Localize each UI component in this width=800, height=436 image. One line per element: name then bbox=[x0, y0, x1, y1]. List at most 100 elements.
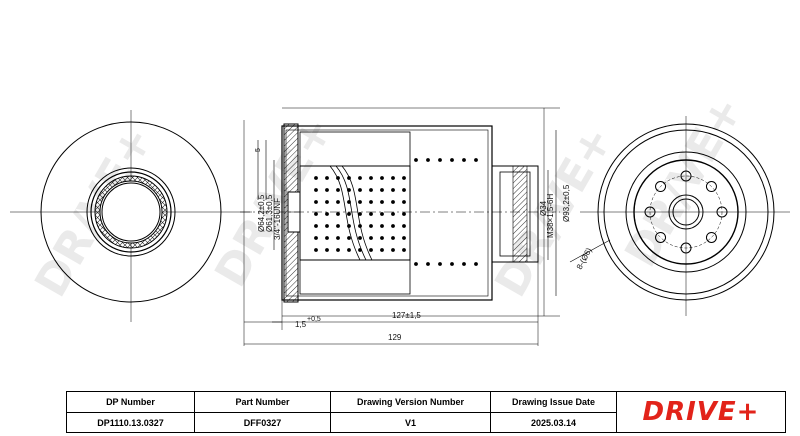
perforation-dot bbox=[336, 212, 340, 216]
perforation-dot bbox=[347, 188, 351, 192]
dp-number-value: DP1110.13.0327 bbox=[97, 417, 164, 428]
perforation-dot bbox=[426, 262, 430, 266]
perforation-dot bbox=[438, 262, 442, 266]
perforation-dot bbox=[325, 236, 329, 240]
bolt-hole bbox=[716, 206, 728, 218]
dim-thread: 3/4"-16UNF bbox=[273, 198, 282, 240]
perforation-dot bbox=[314, 212, 318, 216]
perforation-dot bbox=[391, 200, 395, 204]
perforation-dot bbox=[358, 224, 362, 228]
perforation-dot bbox=[450, 262, 454, 266]
perforation-dot bbox=[438, 158, 442, 162]
section-view bbox=[240, 107, 560, 346]
perforation-dot bbox=[414, 158, 418, 162]
perforation-dot bbox=[347, 212, 351, 216]
bolt-hole bbox=[680, 242, 692, 254]
perforation-dot bbox=[347, 224, 351, 228]
perforation-dot bbox=[380, 212, 384, 216]
perforation-dot bbox=[391, 212, 395, 216]
perforation-dot bbox=[358, 236, 362, 240]
perforation-dot bbox=[347, 200, 351, 204]
drive-logo: DRIVE+ bbox=[642, 397, 760, 427]
bolt-hole bbox=[644, 206, 656, 218]
perforation-dot bbox=[391, 236, 395, 240]
perforation-dot bbox=[314, 236, 318, 240]
perforation-dot bbox=[325, 188, 329, 192]
perforation-dot bbox=[402, 200, 406, 204]
perforation-dot bbox=[391, 188, 395, 192]
dim-body-length: 127±1,5 bbox=[392, 311, 421, 320]
title-block: DP Number DP1110.13.0327 Part Number DFF… bbox=[66, 391, 786, 433]
perforation-dot bbox=[380, 248, 384, 252]
part-number-value: DFF0327 bbox=[243, 417, 282, 428]
bolt-hole bbox=[655, 231, 667, 243]
part-number-header: Part Number bbox=[195, 392, 330, 413]
perforation-dot bbox=[314, 188, 318, 192]
perforation-dot bbox=[336, 200, 340, 204]
perforation-dot bbox=[314, 224, 318, 228]
perforation-dot bbox=[347, 248, 351, 252]
perforation-dot bbox=[369, 224, 373, 228]
perforation-dot bbox=[402, 236, 406, 240]
perforation-dot bbox=[414, 262, 418, 266]
perforation-dot bbox=[402, 224, 406, 228]
perforation-dot bbox=[369, 176, 373, 180]
dim-seal-height: 5 bbox=[255, 148, 262, 152]
version-header: Drawing Version Number bbox=[331, 392, 490, 413]
perforation-dot bbox=[358, 248, 362, 252]
perforation-dot bbox=[369, 200, 373, 204]
dim-holes: 8-(Ø6) bbox=[575, 246, 594, 271]
svg-text:DR/VE+: DR/VE+ bbox=[615, 88, 753, 276]
perforation-dot bbox=[325, 212, 329, 216]
perforation-dot bbox=[336, 188, 340, 192]
perforation-dot bbox=[369, 188, 373, 192]
perforation-dot bbox=[325, 224, 329, 228]
perforation-dot bbox=[314, 176, 318, 180]
bolt-hole bbox=[705, 231, 717, 243]
bolt-hole bbox=[655, 181, 667, 193]
dim-d1: Ø64,2±0,5 bbox=[257, 194, 266, 232]
perforation-dot bbox=[391, 224, 395, 228]
perforation-dot bbox=[358, 212, 362, 216]
perforation-dot bbox=[474, 262, 478, 266]
perforation-dot bbox=[402, 188, 406, 192]
perforation-dot bbox=[369, 212, 373, 216]
perforation-dot bbox=[426, 158, 430, 162]
perforation-dot bbox=[336, 224, 340, 228]
perforation-dot bbox=[314, 200, 318, 204]
perforation-dot bbox=[462, 158, 466, 162]
bolt-hole bbox=[705, 181, 717, 193]
perforation-dot bbox=[336, 248, 340, 252]
perforation-dot bbox=[402, 248, 406, 252]
perforation-dot bbox=[380, 176, 384, 180]
perforation-dot bbox=[369, 236, 373, 240]
title-block-dp-number: DP Number DP1110.13.0327 bbox=[67, 392, 195, 432]
perforation-dot bbox=[358, 200, 362, 204]
perforation-dot bbox=[336, 176, 340, 180]
perforation-dot bbox=[347, 176, 351, 180]
perforation-dot bbox=[347, 236, 351, 240]
dim-total-length: 129 bbox=[388, 333, 402, 342]
perforation-dot bbox=[358, 176, 362, 180]
title-block-version: Drawing Version Number V1 bbox=[331, 392, 491, 432]
perforation-dot bbox=[369, 248, 373, 252]
version-value: V1 bbox=[404, 417, 416, 428]
perforation-dot bbox=[391, 248, 395, 252]
perforation-dot bbox=[325, 200, 329, 204]
perforation-dot bbox=[336, 236, 340, 240]
issue-date-header: Drawing Issue Date bbox=[491, 392, 616, 413]
right-view bbox=[580, 116, 790, 316]
perforation-dot bbox=[402, 176, 406, 180]
left-view bbox=[10, 110, 252, 322]
dim-d3: Ø34 bbox=[539, 200, 548, 216]
perforation-dot bbox=[314, 248, 318, 252]
perforation-dot bbox=[380, 200, 384, 204]
title-block-logo: DRIVE+ bbox=[617, 392, 785, 432]
perforation-dot bbox=[462, 262, 466, 266]
perforation-dot bbox=[402, 212, 406, 216]
dimension-lines bbox=[244, 130, 611, 345]
perforation-dot bbox=[380, 188, 384, 192]
perforation-dot bbox=[325, 176, 329, 180]
bolt-hole bbox=[680, 170, 692, 182]
